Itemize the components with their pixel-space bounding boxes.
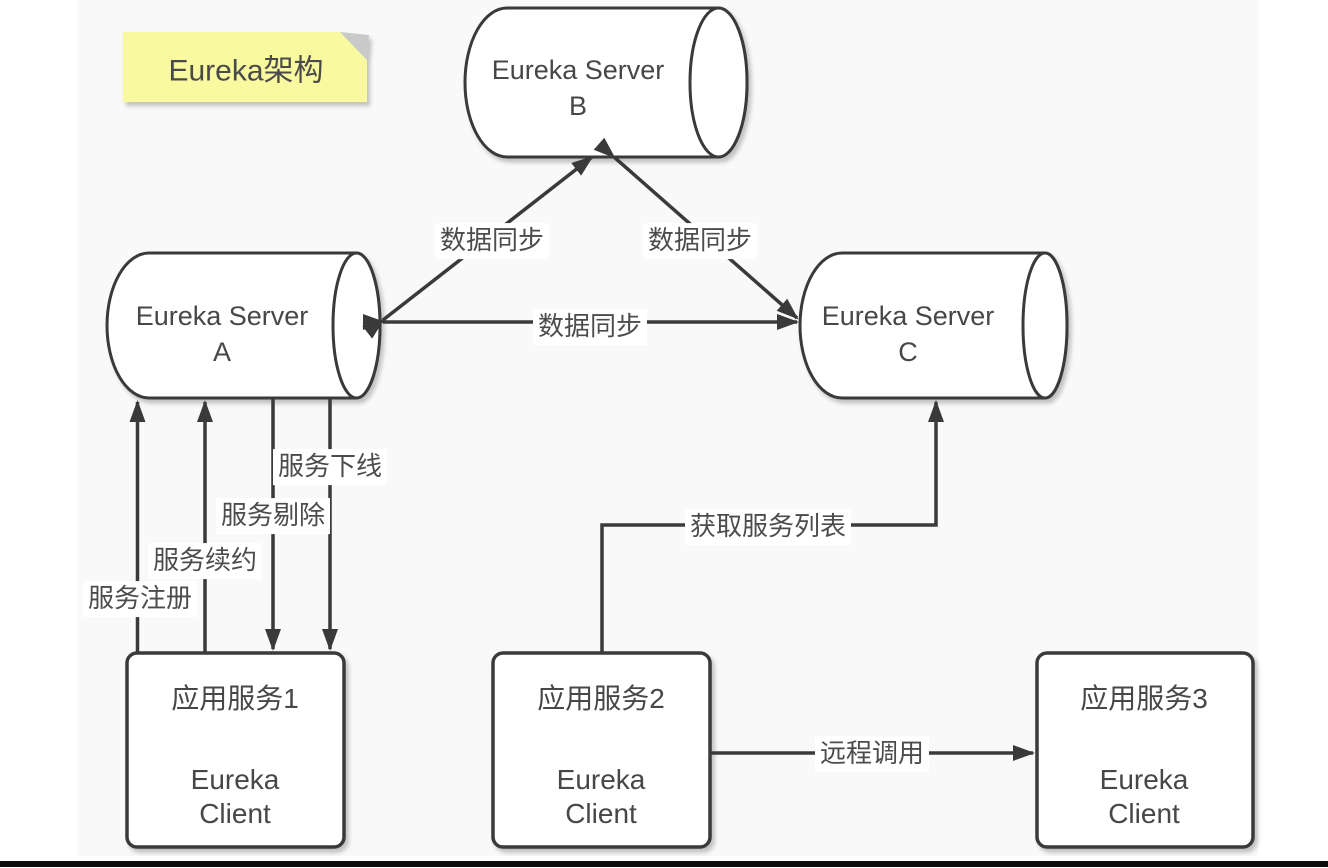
client-box-1 <box>125 651 346 849</box>
server-c-label: Eureka Server C <box>821 301 995 367</box>
edge-label-sync-ab: 数据同步 <box>434 223 550 259</box>
note-shape <box>123 32 369 102</box>
client-2-title: 应用服务2 <box>537 682 665 714</box>
client-box-3 <box>1035 651 1255 849</box>
edge-label-register: 服务注册 <box>82 581 198 617</box>
client-1-title: 应用服务1 <box>171 682 299 714</box>
client-3-title: 应用服务3 <box>1080 682 1208 714</box>
edge-label-sync-bc: 数据同步 <box>642 223 758 259</box>
bottom-edge-bar <box>0 861 1328 867</box>
edge-label-sync-ac: 数据同步 <box>532 309 648 345</box>
server-a-label: Eureka Server A <box>135 301 309 367</box>
edge-label-evict: 服务剔除 <box>215 498 331 534</box>
server-b-cylinder <box>463 6 749 159</box>
client-2-subtitle: Eureka Client <box>556 764 646 829</box>
edge-label-offline: 服务下线 <box>272 449 388 485</box>
edge-label-remote-call: 远程调用 <box>814 736 930 772</box>
client-1-subtitle: Eureka Client <box>190 764 280 829</box>
note-fold-corner <box>340 32 369 60</box>
server-b-label: Eureka Server B <box>491 55 665 121</box>
note-title: Eureka架构 <box>168 54 324 88</box>
edge-label-renew: 服务续约 <box>147 543 263 579</box>
client-3-subtitle: Eureka Client <box>1099 764 1189 829</box>
edge-label-fetch-list: 获取服务列表 <box>684 509 852 545</box>
server-c-cylinder <box>798 251 1069 400</box>
